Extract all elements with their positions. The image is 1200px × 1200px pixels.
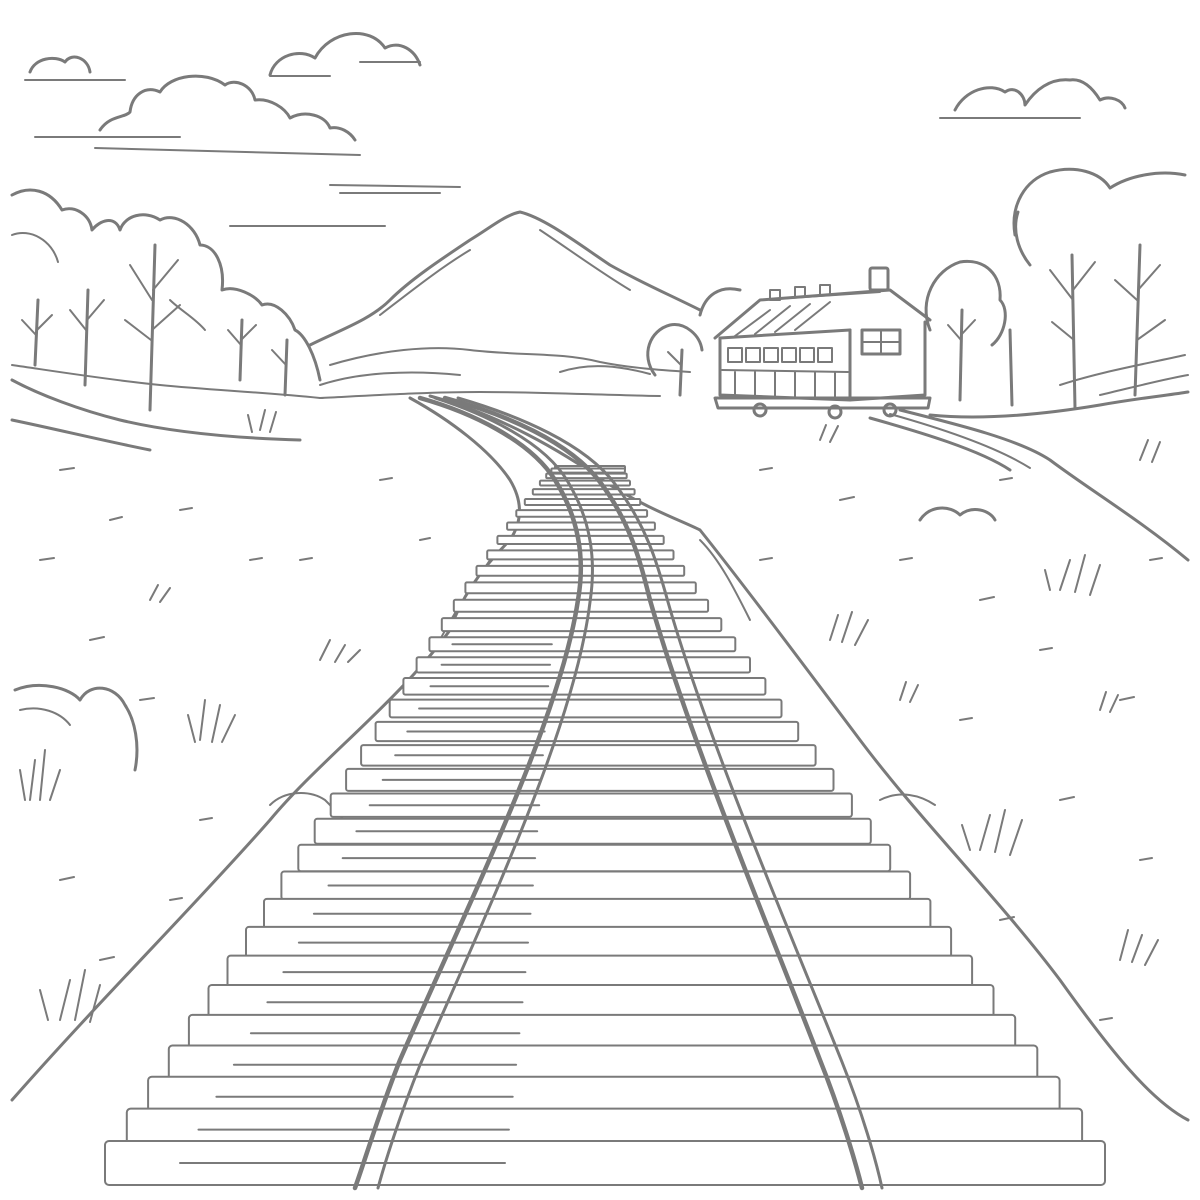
fields	[10, 378, 1190, 1023]
wind-streaks	[229, 184, 461, 227]
cloud	[939, 78, 1127, 119]
wheels	[752, 402, 898, 420]
left-tree-line	[10, 188, 322, 412]
sky	[24, 32, 1127, 227]
tree	[21, 298, 53, 367]
railway-sleeper	[538, 479, 632, 487]
railway-sleeper	[440, 617, 723, 633]
rail-left	[352, 395, 594, 1191]
right-tree-line	[646, 167, 1189, 410]
side-track	[868, 408, 1190, 562]
tree	[227, 318, 257, 382]
tree	[1049, 253, 1096, 410]
tree	[124, 243, 181, 412]
tree	[947, 308, 976, 402]
tree	[1008, 328, 1014, 407]
railway-sleeper	[452, 598, 710, 613]
carriage-side-windows	[727, 347, 833, 363]
railway-sleeper	[506, 521, 656, 531]
railway-track	[104, 395, 1106, 1191]
rocks	[918, 506, 997, 522]
tree	[667, 348, 684, 397]
railway-sleeper	[104, 1140, 1106, 1186]
railway-sleeper	[545, 472, 628, 480]
chimney	[868, 266, 890, 292]
boulder	[13, 683, 139, 772]
field-texture	[39, 467, 1163, 1021]
cloud	[268, 32, 422, 77]
train-carriage	[713, 266, 932, 420]
mountain-range	[308, 210, 702, 386]
railway-sleeper	[523, 498, 642, 506]
tree	[1114, 243, 1166, 397]
cloud	[34, 74, 361, 156]
rail-right	[442, 395, 884, 1191]
tree	[69, 288, 105, 387]
cloud	[24, 55, 126, 81]
railway-sleepers	[104, 465, 1106, 1186]
tree	[271, 338, 289, 397]
